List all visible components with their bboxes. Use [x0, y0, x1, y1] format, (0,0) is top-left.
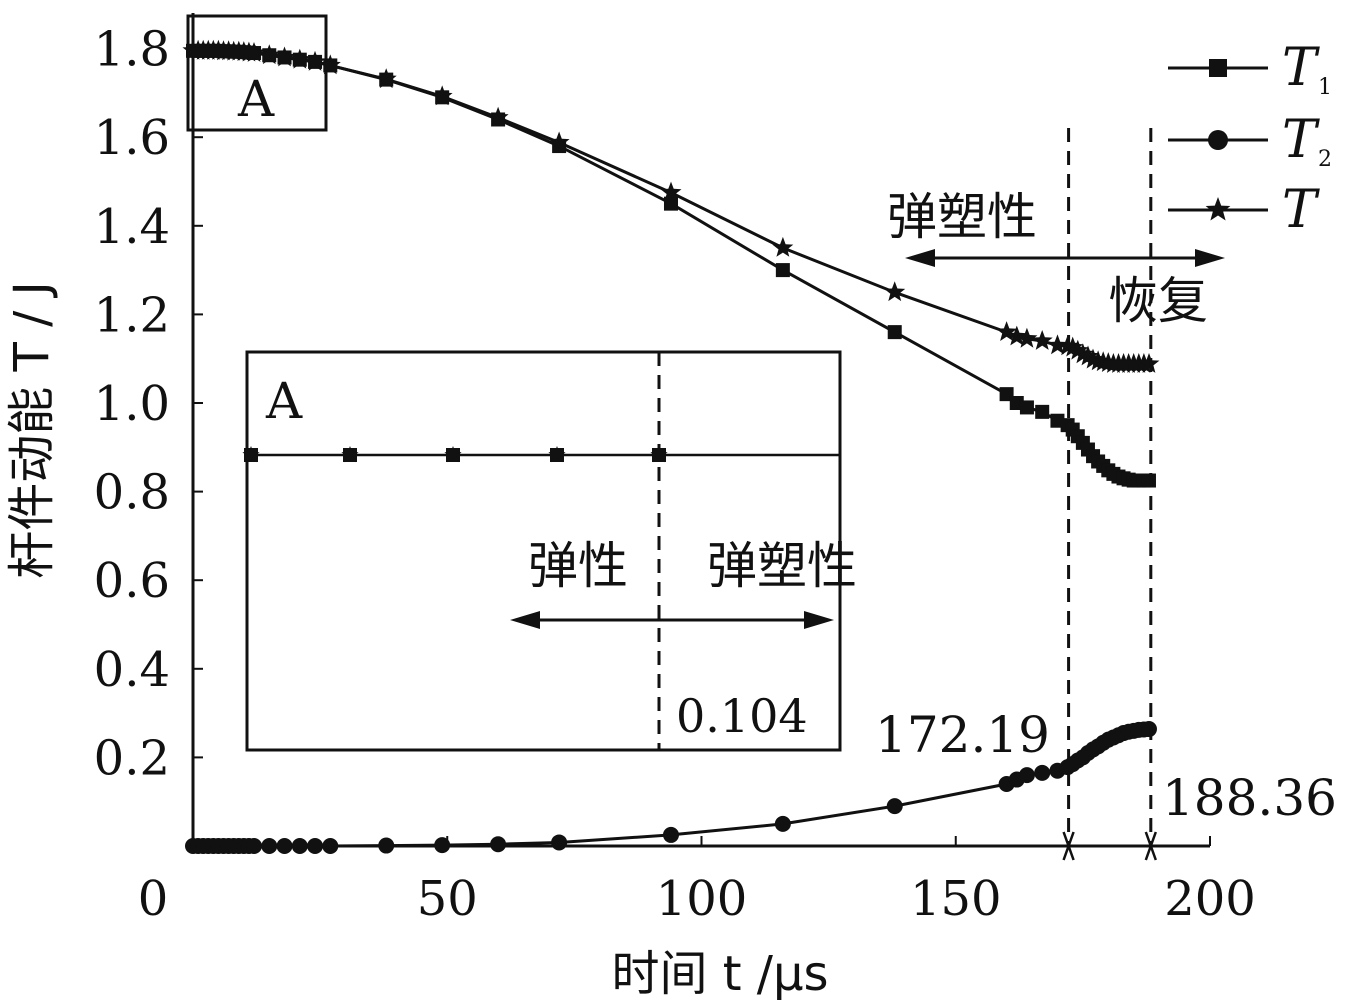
inset-data-point-star: [444, 446, 462, 463]
data-point-T2: [886, 798, 903, 815]
legend-subscript: 1: [1318, 75, 1332, 100]
data-point-T: [375, 68, 397, 89]
inset-data-point-star: [242, 446, 260, 463]
data-point-T2: [261, 838, 278, 854]
axis-ticks: 0 50 100 150 200 0.2 0.4 0.6 0.8 1.0 1.2 1.4 1.6 1.8 时…: [4, 22, 1256, 1001]
legend-symbol: T: [1282, 38, 1320, 98]
inset-vline-label: 0.104: [676, 689, 808, 743]
zoom-box: [186, 14, 328, 132]
data-point-T: [996, 321, 1018, 341]
data-point-T: [660, 181, 682, 202]
y-tick-label: 0.4: [94, 642, 170, 698]
data-point-T: [289, 48, 311, 69]
data-point-T2: [378, 837, 395, 854]
data-point-T2: [662, 826, 679, 843]
data-point-T: [274, 46, 295, 67]
legend-symbol: T: [1282, 180, 1320, 240]
data-point-T2: [307, 838, 324, 854]
data-point-T2: [551, 834, 568, 851]
data-point-T1: [1035, 404, 1050, 419]
y-tick-label: 0.2: [94, 730, 170, 786]
data-point-T: [243, 42, 265, 62]
legend-marker: [1209, 59, 1227, 77]
x-tick-label: 150: [910, 871, 1002, 927]
x-cross-mark: [1144, 831, 1157, 861]
data-point-T: [319, 54, 341, 75]
data-point-T: [548, 131, 570, 152]
data-point-T1: [1141, 473, 1156, 488]
y-tick-label: 1.2: [94, 287, 170, 343]
inset-region-elastic: 弹性: [528, 537, 628, 595]
data-point-T1: [887, 325, 902, 340]
data-point-T: [772, 236, 794, 257]
data-point-T1: [1019, 400, 1034, 415]
data-point-T2: [276, 838, 293, 854]
data-point-T2: [490, 836, 507, 853]
inset-arrow-head-left: [510, 611, 540, 629]
data-point-T: [1047, 334, 1068, 355]
legend-subscript: 2: [1318, 147, 1332, 172]
data-point-T: [258, 44, 280, 65]
data-point-T: [1067, 339, 1089, 360]
x-axis-title: 时间 t /μs: [611, 946, 828, 1001]
legend-symbol: T: [1282, 110, 1320, 170]
data-point-T: [884, 281, 906, 302]
series-T: [182, 39, 1160, 373]
x-tick-label: 100: [656, 871, 748, 927]
inset-data-point-star: [548, 446, 566, 463]
inset-panel: A 0.104 弹性 弹塑性: [242, 350, 857, 752]
y-tick-label: 0.6: [94, 553, 170, 609]
data-point-T2: [1018, 767, 1035, 784]
inset-frame: [245, 350, 842, 752]
data-point-T: [431, 85, 453, 106]
inset-data-point-star: [341, 446, 359, 463]
data-point-T2: [1034, 764, 1051, 781]
y-tick-label: 1.4: [94, 199, 170, 255]
data-point-T2: [1140, 721, 1157, 738]
y-axis-title: 杆件动能 T / J: [4, 281, 60, 578]
x-tick-label: 200: [1164, 871, 1256, 927]
x-tick-label: 50: [417, 871, 478, 927]
inset-region-elastoplastic: 弹塑性: [707, 537, 857, 595]
data-point-T: [304, 50, 326, 71]
data-point-T: [1031, 330, 1053, 350]
y-tick-label: 1.8: [94, 22, 170, 78]
series-group: [182, 39, 1160, 854]
data-point-T: [1138, 353, 1160, 373]
arrow-head-right: [1195, 249, 1225, 267]
vline-label-188: 188.36: [1162, 769, 1337, 827]
data-point-T: [1062, 336, 1084, 357]
vline-label-172: 172.19: [875, 706, 1050, 764]
region-label-elastoplastic: 弹塑性: [887, 188, 1037, 246]
series-T2: [185, 721, 1157, 854]
y-tick-label: 1.0: [94, 376, 170, 432]
data-point-T2: [434, 837, 451, 854]
region-label-recovery: 恢复: [1108, 272, 1208, 330]
legend-entry: T: [1168, 180, 1320, 240]
x-tick-label: 0: [138, 871, 169, 927]
zoom-box-label: A: [237, 70, 275, 128]
data-point-T2: [291, 838, 308, 854]
data-point-T1: [775, 263, 790, 278]
x-cross-mark: [1062, 831, 1075, 861]
data-point-T: [487, 106, 509, 127]
y-tick-label: 0.8: [94, 465, 170, 521]
data-point-T: [1016, 327, 1038, 348]
data-point-T2: [774, 815, 791, 832]
inset-arrow-head-right: [804, 611, 834, 629]
data-point-T2: [246, 838, 263, 854]
inset-label: A: [265, 372, 303, 430]
legend-marker: [1205, 197, 1231, 221]
arrow-head-left: [905, 249, 935, 267]
y-tick-label: 1.6: [94, 110, 170, 166]
data-point-T: [1077, 345, 1099, 366]
data-point-T2: [322, 838, 339, 854]
legend-marker: [1208, 130, 1228, 150]
data-point-T1: [663, 196, 678, 211]
